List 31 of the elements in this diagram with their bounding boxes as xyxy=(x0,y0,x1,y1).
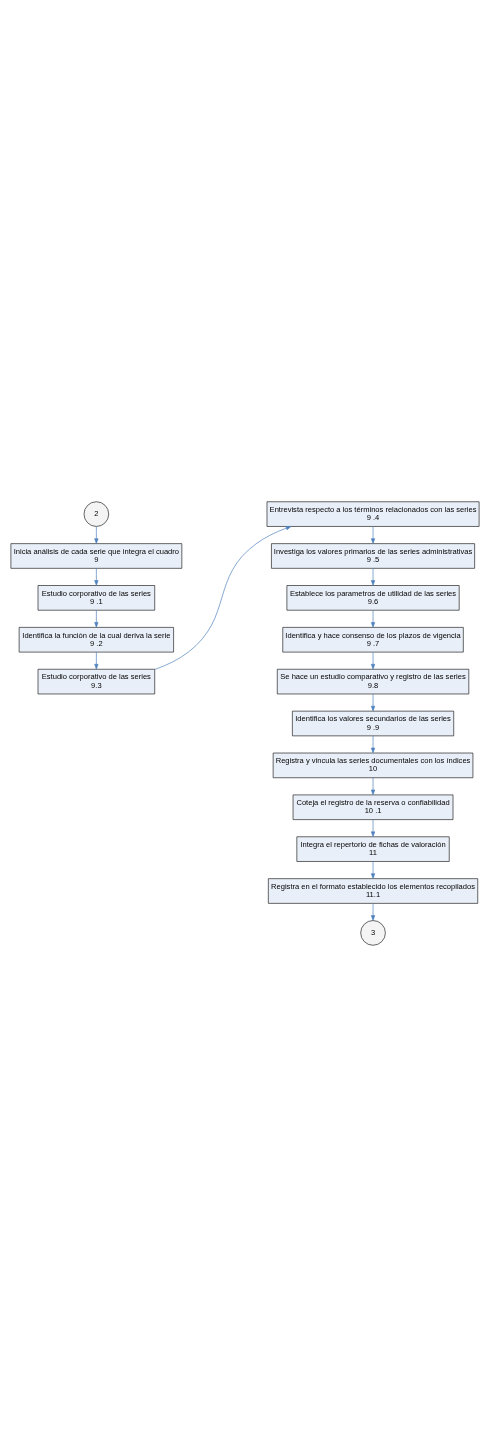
arrow xyxy=(371,568,376,586)
node-box: Entrevista respecto a los términos relacionados con las series 9 .4 xyxy=(266,501,480,527)
node-circle: 2 xyxy=(83,501,110,527)
node-box: Establece los parametros de utilidad de las series 9.6 xyxy=(286,585,460,611)
arrow xyxy=(371,735,376,754)
arrow xyxy=(371,819,376,837)
arrow xyxy=(94,526,99,544)
node-box: Identifica y hace consenso de los plazos de vigencia 9 .7 xyxy=(282,627,464,653)
arrow xyxy=(371,609,376,628)
node-box: Se hace un estudio comparativo y registro de las series 9.8 xyxy=(276,668,470,695)
arrow xyxy=(371,651,376,670)
arrow xyxy=(371,861,376,879)
node-box: Registra en el formato establecido los elementos recopilados 11.1 xyxy=(268,878,479,904)
arrow xyxy=(371,777,376,796)
node-circle: 3 xyxy=(360,920,386,946)
node-box: Estudio corporativo de las series 9 .1 xyxy=(37,585,156,611)
node-box: Inicia análisis de cada serie que integra el cuadro 9 xyxy=(10,543,183,569)
node-box: Registra y vincula las series documentales con los índices 10 xyxy=(272,752,474,779)
node-box: Estudio corporativo de las series 9.3 xyxy=(37,668,156,695)
arrow xyxy=(371,693,376,712)
arrow xyxy=(371,526,376,544)
arrow xyxy=(94,651,99,670)
node-box: Integra el repertorio de fichas de valoración 11 xyxy=(296,836,450,862)
arrow xyxy=(94,568,99,586)
arrow xyxy=(154,526,292,670)
node-box: Identifica la función de la cual deriva la serie 9 .2 xyxy=(18,627,174,653)
arrow xyxy=(94,609,99,628)
node-box: Investiga los valores primarios de las series administrativas 9 .5 xyxy=(271,543,475,569)
node-box: Coteja el registro de la reserva o confiabilidad 10 .1 xyxy=(292,794,454,820)
node-box: Identifica los valores secundarios de las series 9 .9 xyxy=(292,710,455,737)
arrow xyxy=(371,903,376,921)
